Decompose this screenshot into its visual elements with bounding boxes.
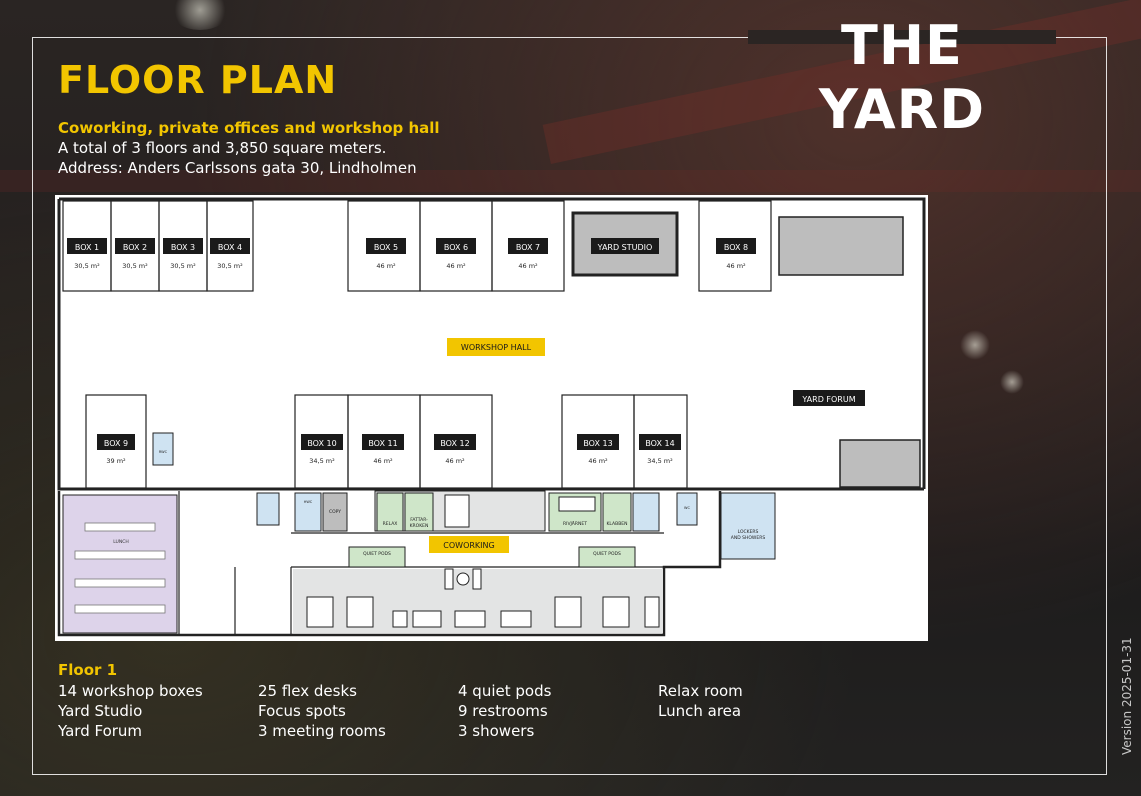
- brand-logo: THE YARD: [818, 14, 986, 141]
- floor-label: Floor 1: [58, 661, 118, 679]
- content-frame: [32, 37, 1107, 775]
- feature-item: 14 workshop boxes: [58, 682, 203, 700]
- box-labels: BOX 1 30,5 m² BOX 2 30,5 m² BOX 3 30,5 m² B…: [67, 238, 865, 557]
- lunch-label: LUNCH: [113, 539, 128, 545]
- box-2-area: 30,5 m²: [122, 262, 148, 270]
- features-col-3: 4 quiet pods 9 restrooms 3 showers: [458, 681, 551, 741]
- version-text: Version 2025-01-31: [1120, 637, 1134, 755]
- hwc-label: HWC: [304, 500, 313, 504]
- feature-item: 9 restrooms: [458, 702, 548, 720]
- page-title: FLOOR PLAN: [58, 58, 338, 102]
- klabben-label: KLABBEN: [606, 521, 627, 527]
- features-col-1: 14 workshop boxes Yard Studio Yard Forum: [58, 681, 203, 741]
- box-6-label: BOX 6: [444, 243, 468, 252]
- quiet-pods-label-1: QUIET PODS: [363, 551, 391, 557]
- workshop-hall-label: WORKSHOP HALL: [461, 343, 532, 352]
- feature-item: 25 flex desks: [258, 682, 357, 700]
- fattarkroken-label-1: FATTAR-: [410, 517, 428, 523]
- box-13-area: 46 m²: [588, 457, 608, 465]
- total-area-text: A total of 3 floors and 3,850 square met…: [58, 139, 387, 157]
- address-text: Address: Anders Carlssons gata 30, Lindh…: [58, 159, 417, 177]
- fattarkroken-label-2: KROKEN: [410, 523, 429, 529]
- box-7-area: 46 m²: [518, 262, 538, 270]
- rwc-label: RWC: [159, 450, 168, 454]
- box-5-area: 46 m²: [376, 262, 396, 270]
- box-11-area: 46 m²: [373, 457, 393, 465]
- feature-item: Lunch area: [658, 702, 742, 720]
- feature-item: 3 meeting rooms: [258, 722, 386, 740]
- feature-item: 4 quiet pods: [458, 682, 552, 700]
- box-6-area: 46 m²: [446, 262, 466, 270]
- box-10-label: BOX 10: [307, 439, 336, 448]
- frame-gap: [748, 30, 1056, 44]
- box-7-label: BOX 7: [516, 243, 540, 252]
- features-col-4: Relax room Lunch area: [658, 681, 743, 721]
- background-beam: [0, 170, 1141, 192]
- relax-label: RELAX: [383, 521, 398, 527]
- wc-label: WC: [684, 506, 690, 510]
- box-14-area: 34,5 m²: [647, 457, 673, 465]
- box-8-area: 46 m²: [726, 262, 746, 270]
- box-3-label: BOX 3: [171, 243, 195, 252]
- feature-item: Yard Studio: [58, 702, 143, 720]
- box-4-area: 30,5 m²: [217, 262, 243, 270]
- box-3-area: 30,5 m²: [170, 262, 196, 270]
- box-8-label: BOX 8: [724, 243, 748, 252]
- yard-forum-label: YARD FORUM: [801, 395, 855, 404]
- floor-plan: BOX 1 30,5 m² BOX 2 30,5 m² BOX 3 30,5 m² B…: [55, 195, 928, 641]
- box-14-label: BOX 14: [645, 439, 674, 448]
- box-13-label: BOX 13: [583, 439, 612, 448]
- box-9-area: 39 m²: [106, 457, 126, 465]
- box-1-area: 30,5 m²: [74, 262, 100, 270]
- quiet-pods-label-2: QUIET PODS: [593, 551, 621, 557]
- lockers-label-2: AND SHOWERS: [731, 535, 766, 541]
- floor-plan-drawing: BOX 1 30,5 m² BOX 2 30,5 m² BOX 3 30,5 m² B…: [57, 197, 926, 637]
- feature-item: Yard Forum: [58, 722, 143, 740]
- feature-item: 3 showers: [458, 722, 535, 740]
- box-5-label: BOX 5: [374, 243, 398, 252]
- background-light: [170, 0, 230, 30]
- feature-item: Relax room: [658, 682, 743, 700]
- background-light: [1000, 370, 1024, 394]
- box-4-label: BOX 4: [218, 243, 242, 252]
- box-1-label: BOX 1: [75, 243, 99, 252]
- rivjarnet-label: RIVJÄRNET: [563, 520, 587, 527]
- feature-item: Focus spots: [258, 702, 346, 720]
- box-11-label: BOX 11: [368, 439, 397, 448]
- box-12-label: BOX 12: [440, 439, 469, 448]
- features-col-2: 25 flex desks Focus spots 3 meeting room…: [258, 681, 386, 741]
- copy-label: COPY: [329, 509, 341, 515]
- page-subtitle: Coworking, private offices and workshop …: [58, 119, 440, 137]
- box-2-label: BOX 2: [123, 243, 147, 252]
- box-9-label: BOX 9: [104, 439, 128, 448]
- lockers-label-1: LOCKERS: [738, 529, 759, 535]
- background-light: [960, 330, 990, 360]
- yard-studio-label: YARD STUDIO: [597, 243, 653, 252]
- box-12-area: 46 m²: [445, 457, 465, 465]
- box-10-area: 34,5 m²: [309, 457, 335, 465]
- coworking-label: COWORKING: [443, 541, 494, 550]
